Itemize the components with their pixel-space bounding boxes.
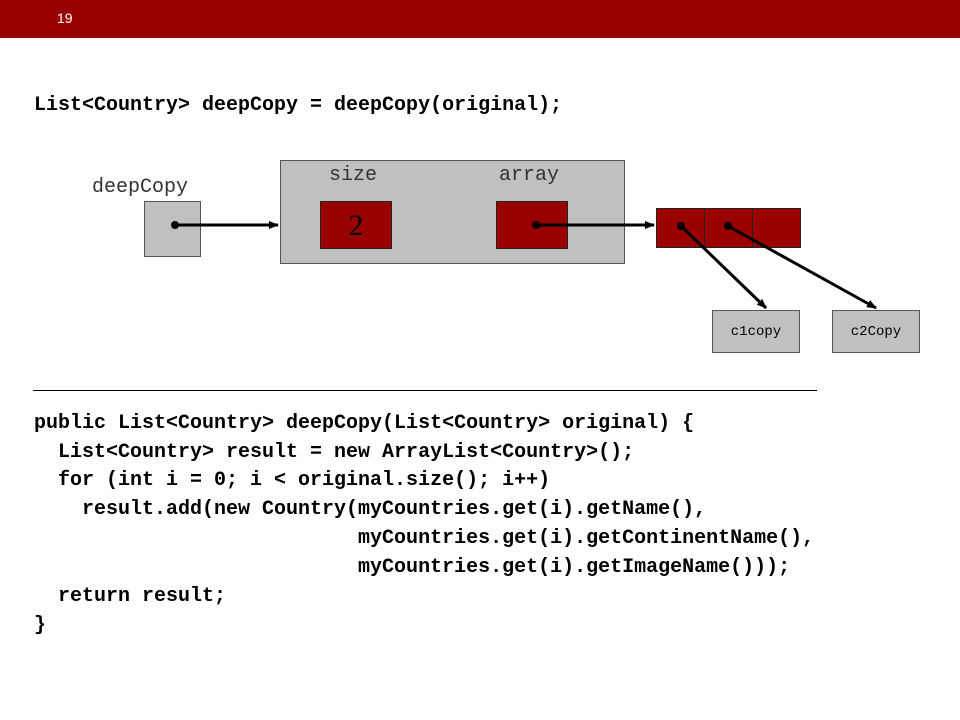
code-line: myCountries.get(i).getContinentName(),	[34, 527, 815, 550]
country-object-1: c1copy	[712, 310, 800, 353]
size-field-label: size	[329, 164, 378, 187]
arrow-variable-to-list	[171, 221, 279, 229]
code-line: result.add(new Country(myCountries.get(i…	[34, 498, 707, 521]
code-line: public List<Country> deepCopy(List<Count…	[34, 412, 695, 435]
code-line: List<Country> result = new ArrayList<Cou…	[34, 441, 635, 464]
variable-box	[144, 201, 201, 257]
code-line: }	[34, 614, 47, 637]
country-object-2: c2Copy	[832, 310, 920, 353]
arrow-array-field-to-array	[532, 221, 655, 229]
slide-number: 19	[57, 10, 73, 26]
country-object-2-label: c2Copy	[850, 324, 902, 340]
arrow-cell0-to-c1copy	[677, 222, 768, 310]
size-value: 2	[348, 209, 364, 242]
arrow-cell1-to-c2copy	[724, 222, 877, 310]
deep-copy-statement: List<Country> deepCopy = deepCopy(origin…	[34, 94, 563, 117]
size-field-box: 2	[320, 201, 392, 249]
code-line: myCountries.get(i).getImageName()));	[34, 556, 791, 579]
code-line: return result;	[34, 585, 227, 608]
slide-header-bar: 19	[0, 0, 960, 38]
array-cell-2	[752, 208, 801, 248]
variable-label: deepCopy	[92, 176, 189, 199]
code-line: for (int i = 0; i < original.size(); i++…	[34, 469, 551, 492]
section-divider	[33, 390, 817, 391]
array-field-label: array	[499, 164, 560, 187]
country-object-1-label: c1copy	[730, 324, 782, 340]
